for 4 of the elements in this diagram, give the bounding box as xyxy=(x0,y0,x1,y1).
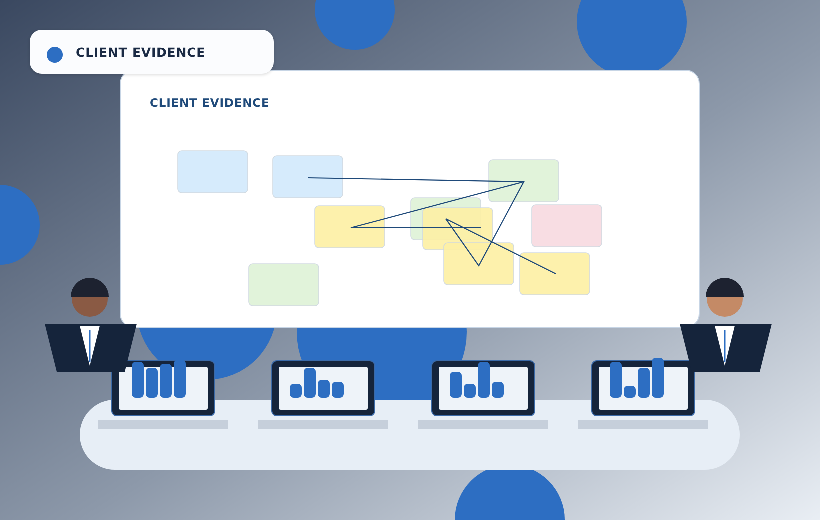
title-text: CLIENT EVIDENCE xyxy=(76,45,206,60)
title-pill xyxy=(30,30,274,74)
board-heading: CLIENT EVIDENCE xyxy=(150,96,270,110)
whiteboard-panel xyxy=(120,70,700,328)
